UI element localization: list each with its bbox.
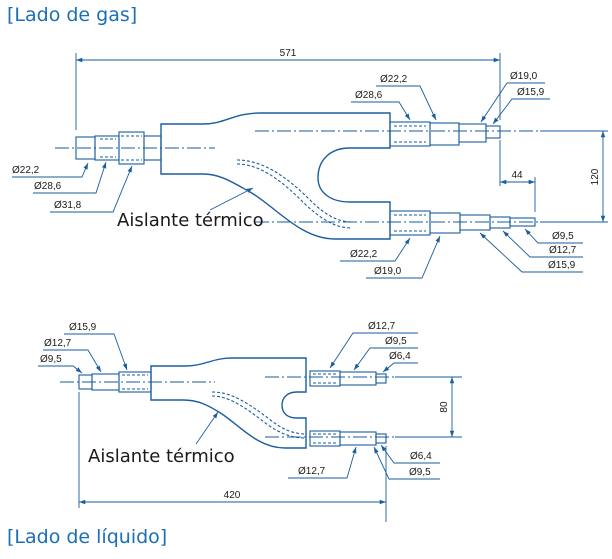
- gas-offset-x-dimension: 44: [511, 170, 523, 181]
- liquid-left-dia-2: Ø12,7: [44, 338, 72, 349]
- gas-left-dia-3: Ø31,8: [54, 200, 82, 211]
- liquid-left-dia-1: Ø15,9: [69, 322, 97, 333]
- gas-offset-y-dimension: 120: [590, 168, 601, 185]
- liquid-bottom-right-dia-2: Ø6,4: [410, 451, 432, 462]
- gas-bottom-right-dia-3: Ø9,5: [552, 231, 574, 242]
- liquid-top-right-step-2: [339, 371, 377, 386]
- gas-bottom-right-step-3: [459, 214, 491, 231]
- liquid-branch-drawing: 420 80 Ø15,9 Ø12,7 Ø9,5 Ø12,7 Ø9,5 Ø6,4 …: [38, 321, 462, 522]
- gas-bottom-right-step-4: [489, 216, 511, 229]
- gas-branch-drawing: 571 44 120 Ø22,2 Ø28,6 Ø31,8 Ø22,2 Ø28,6…: [12, 48, 608, 279]
- gas-bottom-right-dia-2: Ø19,0: [374, 266, 402, 277]
- gas-top-right-dia-2: Ø28,6: [355, 90, 383, 101]
- liquid-bottom-right-step-3: [375, 433, 387, 444]
- gas-top-right-dia-4: Ø15,9: [517, 87, 545, 98]
- gas-top-right-step-2: [429, 122, 460, 146]
- liquid-top-right-dia-3: Ø6,4: [389, 351, 411, 362]
- gas-left-dia-2: Ø28,6: [34, 181, 62, 192]
- liquid-side-heading: [Lado de líquido]: [7, 526, 168, 548]
- gas-top-right-dia-3: Ø19,0: [510, 71, 538, 82]
- liquid-bottom-right-dia-1: Ø12,7: [298, 466, 326, 477]
- liquid-top-right-dia-2: Ø9,5: [385, 336, 407, 347]
- liquid-top-right-step-3: [375, 373, 387, 384]
- liquid-bottom-right-step-1: [309, 430, 341, 447]
- liquid-length-dimension: 420: [224, 490, 241, 501]
- liquid-left-dia-3: Ø9,5: [40, 354, 62, 365]
- liquid-bottom-right-step-2: [339, 431, 377, 446]
- liquid-insulation-label: Aislante térmico: [88, 446, 235, 467]
- liquid-insulation-body: [150, 357, 307, 449]
- liquid-top-right-dia-1: Ø12,7: [368, 321, 396, 332]
- gas-top-right-dia-1: Ø22,2: [380, 74, 408, 85]
- gas-bottom-right-step-5: [509, 217, 536, 227]
- gas-bottom-right-dia-4: Ø12,7: [549, 245, 577, 256]
- gas-top-right-step-4: [485, 125, 501, 139]
- gas-insulation-body: [160, 112, 391, 240]
- gas-left-dia-1: Ø22,2: [12, 165, 40, 176]
- gas-insulation-label: Aislante térmico: [117, 210, 264, 231]
- liquid-top-right-step-1: [309, 370, 341, 387]
- gas-bottom-right-step-2: [429, 212, 461, 234]
- liquid-offset-y-dimension: 80: [439, 401, 450, 413]
- gas-bottom-right-dia-1: Ø22,2: [350, 249, 378, 260]
- liquid-bottom-right-dia-3: Ø9,5: [409, 467, 431, 478]
- gas-bottom-right-dia-5: Ø15,9: [548, 260, 576, 271]
- gas-side-heading: [Lado de gas]: [7, 4, 138, 26]
- gas-top-right-step-3: [458, 123, 487, 143]
- gas-length-dimension: 571: [280, 48, 297, 59]
